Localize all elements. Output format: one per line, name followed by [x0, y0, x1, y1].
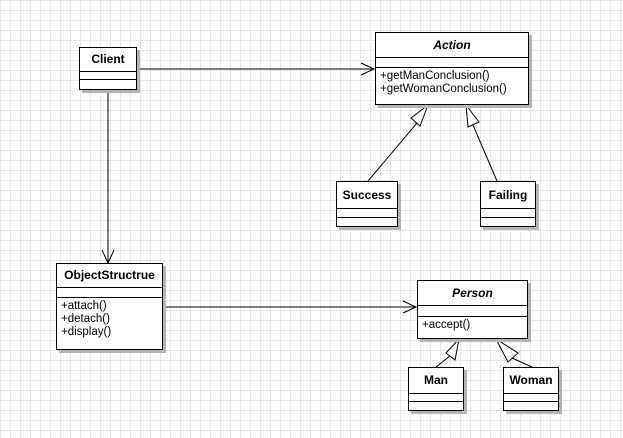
class-failing-name: Failing: [481, 182, 535, 209]
class-failing[interactable]: Failing: [480, 181, 536, 227]
class-person-name: Person: [418, 281, 527, 306]
class-man-attributes: [409, 394, 463, 402]
operation-get-man-conclusion: +getManConclusion(): [380, 70, 490, 82]
class-woman[interactable]: Woman: [503, 367, 559, 411]
class-person-operations: +accept(): [418, 317, 527, 334]
class-person[interactable]: Person +accept(): [417, 280, 528, 339]
class-action-operations: +getManConclusion() +getWomanConclusion(…: [376, 68, 528, 98]
class-objectstructrue[interactable]: ObjectStructrue +attach() +detach() +dis…: [56, 263, 163, 350]
class-failing-attributes: [481, 209, 535, 218]
operation-accept: +accept(): [422, 319, 471, 331]
class-client-name: Client: [80, 48, 136, 72]
class-success-attributes: [337, 209, 397, 218]
class-man[interactable]: Man: [408, 367, 464, 411]
class-client-attributes: [80, 72, 136, 80]
generalization-woman-person[interactable]: [494, 337, 533, 368]
class-action-name: Action: [376, 33, 528, 58]
class-action[interactable]: Action +getManConclusion() +getWomanConc…: [375, 32, 529, 105]
class-objectstructrue-name: ObjectStructrue: [57, 264, 162, 288]
operation-display: +display(): [61, 326, 112, 338]
association-objectstructrue-person[interactable]: [163, 300, 418, 314]
operation-get-woman-conclusion: +getWomanConclusion(): [380, 83, 507, 95]
class-man-name: Man: [409, 368, 463, 394]
class-success[interactable]: Success: [336, 181, 398, 227]
class-success-name: Success: [337, 182, 397, 209]
generalization-failing-action[interactable]: [465, 103, 498, 182]
class-person-attributes: [418, 306, 527, 317]
association-client-action[interactable]: [137, 62, 376, 76]
association-client-objectstructrue[interactable]: [101, 90, 115, 265]
class-woman-name: Woman: [504, 368, 558, 394]
class-action-attributes: [376, 58, 528, 68]
generalization-man-person[interactable]: [435, 337, 460, 368]
class-client[interactable]: Client: [79, 47, 137, 90]
class-objectstructrue-attributes: [57, 288, 162, 298]
generalization-success-action[interactable]: [367, 103, 430, 182]
class-objectstructrue-operations: +attach() +detach() +display(): [57, 298, 162, 341]
operation-detach: +detach(): [61, 313, 110, 325]
operation-attach: +attach(): [61, 300, 107, 312]
class-woman-attributes: [504, 394, 558, 402]
